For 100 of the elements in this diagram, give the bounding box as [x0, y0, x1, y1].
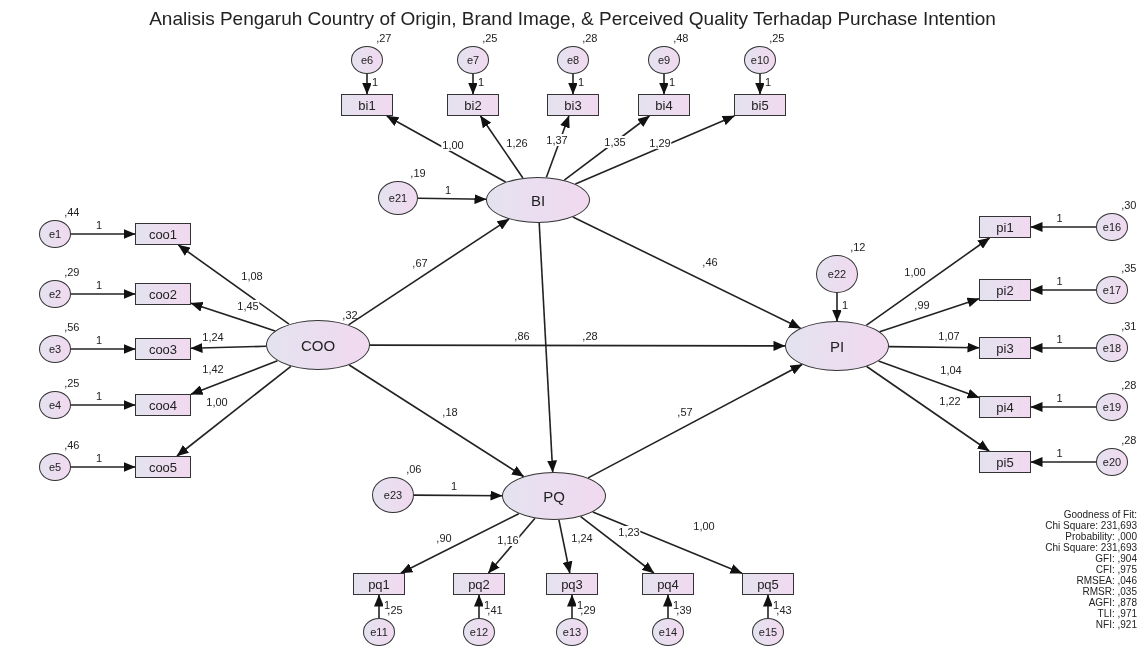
path-coefficient-label: 1,00: [441, 139, 465, 151]
path-coefficient-label: 1: [1055, 392, 1064, 404]
arrow: [70, 344, 136, 354]
path-coefficient-label: ,99: [913, 299, 931, 311]
arrow: [468, 73, 478, 95]
fit-statistic: CFI: ,975: [1095, 564, 1137, 575]
arrow: [400, 512, 520, 574]
path-coefficient-label: 1,00: [692, 520, 716, 532]
indicator-box: coo2: [135, 283, 191, 305]
path-coefficient-label: 1: [382, 598, 392, 611]
error-term-circle: e17: [1096, 276, 1128, 304]
path-coefficient-label: 1: [1055, 275, 1064, 287]
arrow: [347, 218, 510, 326]
error-term-circle: e16: [1096, 213, 1128, 241]
indicator-box: coo5: [135, 456, 191, 478]
path-coefficient-label: 1,26: [505, 137, 529, 149]
path-coefficient-label: ,67: [411, 257, 429, 269]
variance-label: ,46: [64, 439, 80, 451]
error-term-circle: e4: [39, 391, 71, 419]
fit-statistic: RMSEA: ,046: [1076, 575, 1137, 586]
variance-label: ,19: [410, 167, 426, 179]
variance-label: ,48: [673, 32, 689, 44]
error-term-circle: e8: [557, 46, 589, 74]
error-term-circle: e7: [457, 46, 489, 74]
indicator-box: pq3: [546, 573, 598, 595]
path-coefficient-label: 1,00: [903, 266, 927, 278]
path-coefficient-label: 1: [476, 76, 486, 88]
arrow: [70, 289, 136, 299]
variance-label: ,29: [64, 266, 80, 278]
error-term-circle: e18: [1096, 334, 1128, 362]
path-coefficient-label: ,57: [676, 406, 694, 418]
arrow: [177, 244, 290, 325]
arrow: [663, 594, 673, 619]
error-term-circle: e15: [752, 618, 784, 646]
error-term-circle: e22: [816, 255, 858, 293]
path-coefficient-label: 1: [671, 598, 681, 611]
arrow: [479, 115, 524, 179]
error-term-circle: e1: [39, 220, 71, 248]
path-coefficient-label: 1,24: [201, 331, 225, 343]
path-coefficient-label: 1: [1055, 333, 1064, 345]
error-term-circle: e3: [39, 335, 71, 363]
arrow: [545, 115, 570, 179]
indicator-box: bi5: [734, 94, 786, 116]
latent-variable-ellipse: BI: [486, 177, 590, 223]
arrow: [538, 222, 558, 473]
arrow: [413, 490, 503, 501]
indicator-box: bi4: [638, 94, 690, 116]
arrow: [563, 115, 651, 181]
arrow: [190, 359, 279, 395]
arrow: [592, 511, 743, 575]
arrow: [574, 115, 736, 185]
path-coefficient-label: ,18: [441, 406, 459, 418]
error-term-circle: e14: [652, 618, 684, 646]
arrow: [190, 302, 276, 332]
arrow: [190, 343, 267, 353]
path-coefficient-label: 1: [771, 598, 781, 611]
variance-label: ,06: [406, 463, 422, 475]
path-coefficient-label: 1: [94, 334, 104, 346]
error-term-circle: e5: [39, 453, 71, 481]
indicator-box: bi1: [341, 94, 393, 116]
diagram-title: Analisis Pengaruh Country of Origin, Brand Image, & Perceived Quality Terhadap Purchase Intention: [148, 8, 997, 30]
fit-statistic: RMSR: ,035: [1082, 586, 1137, 597]
arrow: [659, 73, 669, 95]
arrow: [755, 73, 765, 95]
fit-statistic: Chi Square: 231,693: [1045, 520, 1137, 531]
error-term-circle: e23: [372, 477, 414, 513]
path-coefficient-label: 1,29: [648, 137, 672, 149]
arrow: [1030, 402, 1097, 412]
path-coefficient-label: 1,37: [545, 134, 569, 146]
path-coefficient-label: 1,00: [205, 396, 229, 408]
path-coefficient-label: 1,22: [938, 395, 962, 407]
variance-label: ,28: [582, 32, 598, 44]
arrow: [865, 365, 990, 452]
fit-statistic: AGFI: ,878: [1088, 597, 1137, 608]
indicator-box: coo3: [135, 338, 191, 360]
path-coefficient-label: 1: [94, 279, 104, 291]
arrow: [865, 237, 991, 327]
arrow: [362, 73, 372, 95]
indicator-box: pq4: [642, 573, 694, 595]
path-coefficient-label: ,86: [513, 330, 531, 342]
arrow: [1030, 285, 1097, 295]
arrow: [386, 115, 507, 183]
fit-statistic: GFI: ,904: [1095, 553, 1137, 564]
path-coefficient-label: 1,42: [201, 363, 225, 375]
path-coefficient-label: 1: [1055, 447, 1064, 459]
indicator-box: bi3: [547, 94, 599, 116]
path-coefficient-label: 1: [482, 598, 492, 611]
indicator-box: pi2: [979, 279, 1031, 301]
fit-statistic: TLI: ,971: [1097, 608, 1137, 619]
arrow: [568, 73, 578, 95]
arrow: [474, 594, 484, 619]
error-term-circle: e11: [363, 618, 395, 646]
arrow: [374, 594, 384, 619]
path-coefficient-label: ,90: [435, 532, 453, 544]
indicator-box: coo4: [135, 394, 191, 416]
path-coefficient-label: 1: [1055, 212, 1064, 224]
path-coefficient-label: 1: [94, 452, 104, 464]
arrow: [369, 340, 786, 351]
arrow: [70, 462, 136, 472]
path-coefficient-label: 1,35: [603, 136, 627, 148]
